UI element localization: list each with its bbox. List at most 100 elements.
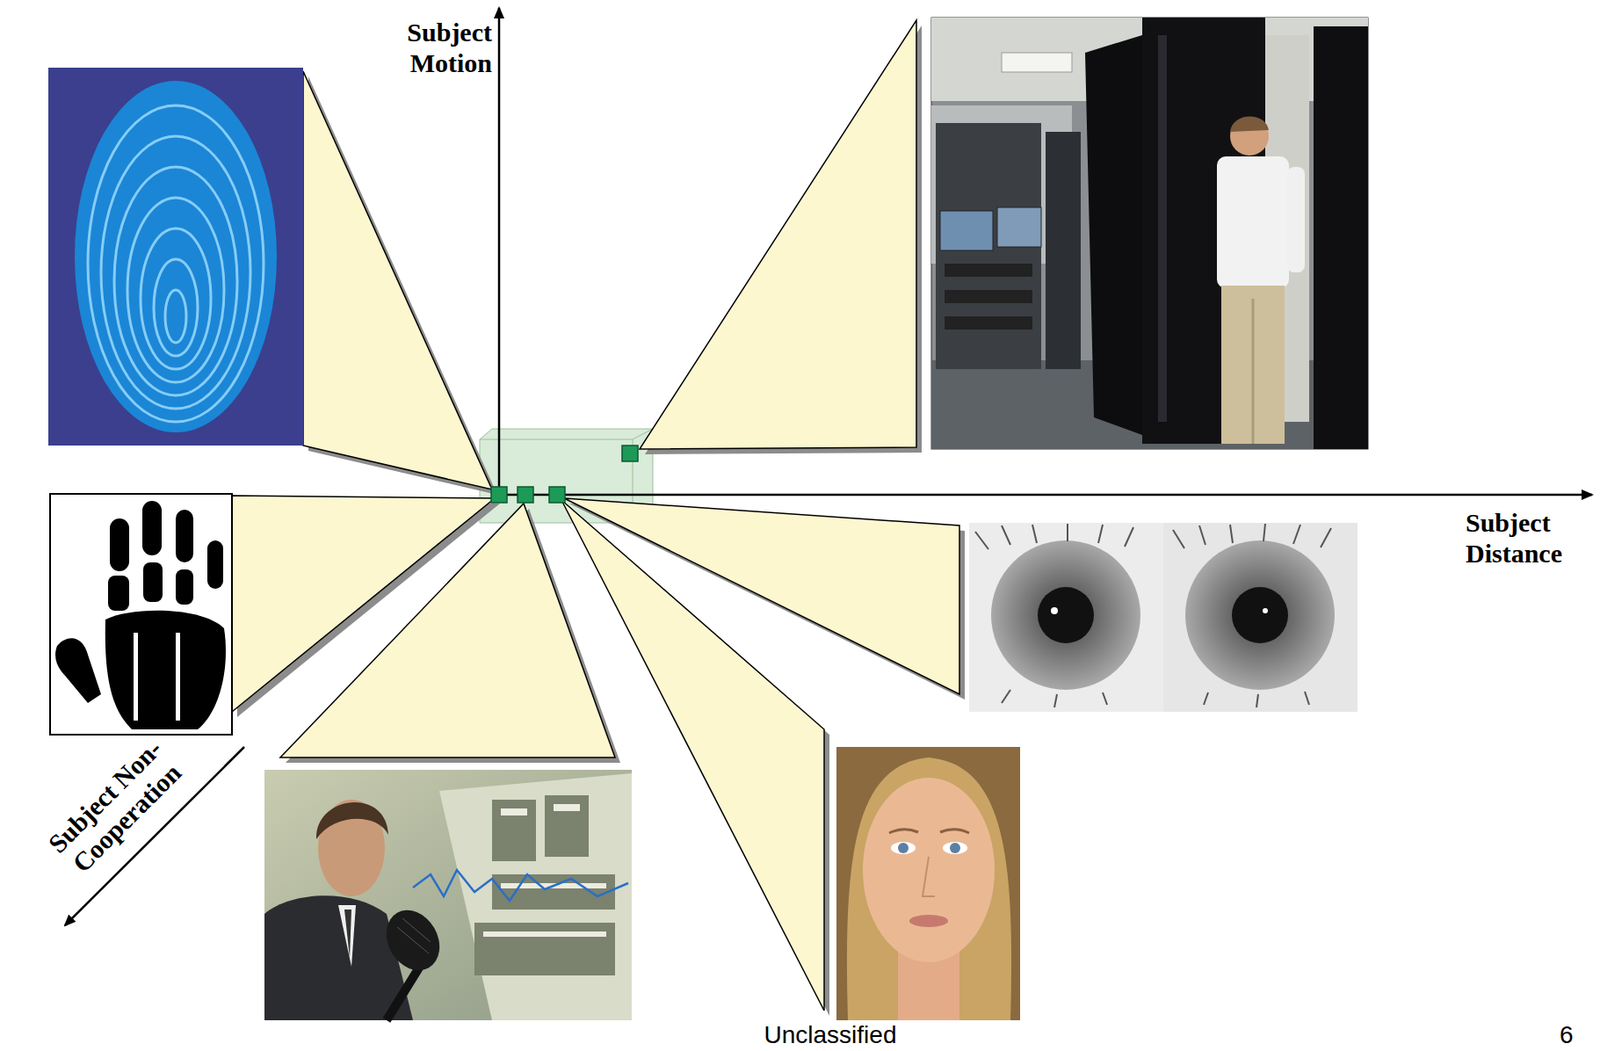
fingerprint-image-part-part bbox=[87, 105, 264, 422]
portal-photo-part bbox=[997, 207, 1042, 247]
iris-image-part-part bbox=[1054, 694, 1058, 708]
iris-image-part bbox=[1231, 586, 1289, 644]
iris-image bbox=[969, 522, 1358, 712]
handprint-image-part-part bbox=[175, 569, 194, 605]
voice-photo-part bbox=[264, 769, 632, 1021]
handprint-image-part-part bbox=[142, 500, 162, 556]
iris-image-part-part bbox=[1263, 523, 1266, 542]
handprint-image-part bbox=[133, 632, 181, 721]
portal-photo-part bbox=[1085, 35, 1143, 435]
voice-photo-part bbox=[397, 918, 431, 954]
face-photo-part bbox=[940, 829, 970, 833]
axes-part bbox=[498, 7, 501, 495]
fingerprint-image-part-part bbox=[165, 289, 187, 343]
fingerprint-image bbox=[48, 67, 304, 446]
voice-photo-part-part bbox=[553, 803, 580, 811]
iris-image-part-part bbox=[1304, 691, 1310, 705]
callout-wedges-part bbox=[303, 71, 493, 490]
fingerprint-image-part bbox=[87, 105, 264, 422]
marker-squares-part bbox=[549, 486, 565, 503]
voice-photo-part-part bbox=[500, 808, 528, 816]
voice-photo-part bbox=[439, 773, 632, 1021]
voice-photo-part bbox=[483, 803, 607, 937]
face-photo-part bbox=[847, 757, 1012, 1021]
portal-photo-part bbox=[1230, 116, 1269, 156]
portal-photo bbox=[931, 17, 1369, 449]
iris-image-part-part bbox=[1172, 529, 1185, 549]
marker-squares bbox=[491, 445, 638, 503]
green-box-part bbox=[479, 439, 633, 441]
axes-part bbox=[499, 493, 1593, 497]
voice-photo-part bbox=[376, 900, 450, 980]
iris-image-part-part bbox=[975, 531, 989, 550]
face-photo-part bbox=[862, 777, 995, 963]
handprint-image-part-part bbox=[109, 518, 130, 572]
iris-image-part-part bbox=[1293, 524, 1301, 544]
portal-photo-part bbox=[1313, 26, 1369, 449]
iris-image-part-part bbox=[1001, 689, 1011, 703]
portal-photo-part bbox=[1158, 35, 1167, 422]
voice-photo-part-part bbox=[402, 918, 431, 942]
fingerprint-image-part bbox=[74, 80, 277, 433]
handprint-image-part-part bbox=[175, 509, 194, 563]
voice-photo-part-part bbox=[397, 926, 429, 954]
voice-photo-part-part bbox=[492, 874, 616, 910]
iris-image-part-part bbox=[1203, 692, 1209, 705]
portal-photo-part bbox=[1287, 166, 1305, 273]
fingerprint-image-part-part bbox=[101, 136, 251, 409]
voice-photo-part-part bbox=[474, 922, 616, 976]
iris-image-part bbox=[1050, 607, 1058, 615]
axis-label: Subject Motion bbox=[376, 17, 493, 79]
fingerprint-image-part bbox=[48, 67, 304, 446]
iris-image-part-part bbox=[1001, 525, 1011, 545]
voice-photo-part bbox=[338, 904, 356, 967]
voice-photo bbox=[264, 769, 632, 1021]
portal-photo-part bbox=[944, 263, 1033, 277]
portal-photo-part bbox=[944, 316, 1033, 330]
iris-image-part-part bbox=[1098, 524, 1103, 543]
voice-photo-part-part bbox=[544, 795, 589, 857]
handprint-image-part bbox=[55, 500, 226, 730]
iris-image-part bbox=[975, 523, 1332, 708]
fingerprint-image-part-part bbox=[153, 259, 198, 356]
portal-photo-part bbox=[940, 210, 993, 251]
iris-image-part bbox=[1037, 586, 1094, 644]
voice-photo-part-part bbox=[492, 799, 536, 862]
face-photo bbox=[836, 746, 1021, 1021]
portal-photo-part bbox=[1001, 52, 1072, 73]
callout-wedges-part bbox=[564, 498, 960, 695]
handprint-image-part-part bbox=[133, 632, 138, 721]
iris-image-part-part bbox=[1230, 524, 1233, 543]
portal-photo-part bbox=[1045, 131, 1081, 370]
handprint-image-part-part bbox=[175, 632, 181, 721]
iris-image-part bbox=[1163, 522, 1358, 712]
voice-photo-part bbox=[412, 869, 629, 901]
marker-squares-part bbox=[622, 445, 638, 462]
portal-photo-part bbox=[931, 17, 1369, 449]
voice-photo-part bbox=[316, 802, 389, 840]
portal-photo-part bbox=[944, 289, 1033, 304]
voice-photo-part-part bbox=[483, 931, 607, 937]
iris-image-part-part bbox=[1199, 525, 1206, 545]
iris-image-part-part bbox=[1256, 694, 1259, 708]
portal-photo-part bbox=[935, 123, 1042, 370]
voice-photo-part bbox=[264, 895, 413, 1021]
handprint-image-part-part bbox=[143, 562, 163, 602]
voice-photo-part bbox=[474, 795, 616, 976]
handprint-image-part-part bbox=[207, 540, 224, 589]
fingerprint-image-part-part bbox=[140, 228, 211, 370]
face-photo-part bbox=[909, 914, 949, 927]
iris-image-part-part bbox=[1102, 692, 1108, 705]
classification-footer: Unclassified bbox=[764, 1021, 898, 1050]
portal-photo-part bbox=[1221, 285, 1285, 444]
iris-image-part bbox=[991, 540, 1141, 690]
handprint-image-part-part bbox=[55, 637, 102, 703]
face-photo-part bbox=[922, 856, 935, 897]
portal-photo-part bbox=[1230, 115, 1269, 132]
fingerprint-image-part-part bbox=[114, 166, 238, 396]
iris-image-part-part bbox=[1320, 528, 1332, 548]
portal-photo-part bbox=[1216, 156, 1289, 289]
iris-image-part-part bbox=[1066, 523, 1069, 542]
face-photo-part bbox=[897, 842, 909, 854]
callout-wedges-part bbox=[639, 20, 917, 449]
